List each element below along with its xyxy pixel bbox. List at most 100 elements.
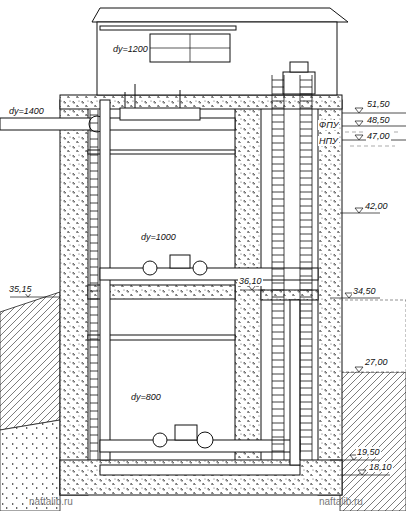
level-mark: 27,00: [364, 357, 389, 367]
ladder-rung: [272, 430, 312, 431]
ladder-rung: [272, 255, 312, 256]
level-mark: 35,15: [8, 284, 33, 294]
ladder-rung: [90, 387, 98, 388]
ladder-rung: [272, 129, 312, 130]
watermark: naftalib.ru: [28, 497, 74, 507]
ladder-rung: [272, 297, 312, 298]
ladder-rung: [90, 315, 98, 316]
ladder-rung: [90, 427, 98, 428]
ladder-rung: [90, 435, 98, 436]
ladder-rung: [272, 150, 312, 151]
level-mark: НПУ: [318, 136, 339, 146]
ladder-rung: [272, 185, 312, 186]
ladder-rung: [272, 374, 312, 375]
ladder-rung: [90, 395, 98, 396]
ladder-rung: [272, 416, 312, 417]
ladder-rung: [90, 363, 98, 364]
ladder-rung: [90, 347, 98, 348]
level-mark: 19,50: [356, 447, 381, 457]
ladder-rung: [272, 381, 312, 382]
ladder-rung: [272, 276, 312, 277]
ladder-rung: [90, 155, 98, 156]
ladder-rung: [90, 147, 98, 148]
ladder-rung: [272, 395, 312, 396]
ladder-rung: [90, 243, 98, 244]
ladder-rung: [90, 451, 98, 452]
pipe-diameter: dу=1400: [8, 106, 45, 116]
ladder-rung: [90, 187, 98, 188]
ladder-rung: [90, 259, 98, 260]
ladder-rung: [90, 275, 98, 276]
ladder-rung: [272, 101, 312, 102]
ladder-rung: [90, 323, 98, 324]
ladder-rung: [90, 219, 98, 220]
ladder-rung: [90, 411, 98, 412]
level-mark: 47,00: [366, 131, 391, 141]
ladder-rung: [90, 179, 98, 180]
ladder-rung: [272, 143, 312, 144]
ladder-rung: [272, 192, 312, 193]
ladder-rung: [90, 139, 98, 140]
ladder-rung: [272, 213, 312, 214]
level-mark: 51,50: [366, 99, 391, 109]
ladder-rung: [90, 195, 98, 196]
ladder-rung: [272, 220, 312, 221]
ladder-rung: [272, 157, 312, 158]
ladder-rung: [272, 108, 312, 109]
ladder-rung: [272, 283, 312, 284]
level-mark: 36,10: [238, 276, 263, 286]
pipe-diameter: dу=1200: [112, 44, 149, 54]
ladder-rung: [90, 227, 98, 228]
ladder-rung: [272, 234, 312, 235]
ladder-rung: [90, 203, 98, 204]
ladder-rung: [272, 346, 312, 347]
ladder-rung: [90, 123, 98, 124]
level-mark: 34,50: [352, 286, 377, 296]
ladder-rung: [272, 444, 312, 445]
level-mark: 48,50: [366, 115, 391, 125]
ladder-rung: [272, 437, 312, 438]
ladder-rung: [90, 443, 98, 444]
ladder-rung: [272, 115, 312, 116]
ladder-rung: [90, 171, 98, 172]
ladder-rung: [90, 355, 98, 356]
ladder-rung: [272, 367, 312, 368]
pipes: [0, 84, 318, 465]
ladder-rung: [272, 206, 312, 207]
level-mark: ФПУ: [318, 120, 339, 130]
ladder-rung: [90, 291, 98, 292]
ladder-rung: [272, 164, 312, 165]
ladder-rung: [90, 299, 98, 300]
ladder-rung: [272, 304, 312, 305]
ladder-rung: [272, 136, 312, 137]
ladder-rung: [90, 339, 98, 340]
ladder-rung: [272, 94, 312, 95]
ladder-rung: [272, 388, 312, 389]
ladder-rung: [272, 353, 312, 354]
ladder-rung: [272, 311, 312, 312]
ladder-rung: [272, 248, 312, 249]
pipe-diameter: dу=800: [130, 392, 162, 402]
ladder-rung: [272, 339, 312, 340]
ladder-rung: [90, 331, 98, 332]
pipe-diameter: dу=1000: [140, 232, 177, 242]
ladder-rung: [272, 199, 312, 200]
ladder-rung: [272, 318, 312, 319]
ladder-rung: [272, 423, 312, 424]
ladder-rung: [272, 87, 312, 88]
level-marks: [10, 108, 390, 475]
level-mark: 18,10: [368, 462, 393, 472]
ladder-rung: [90, 163, 98, 164]
ladder-rung: [272, 241, 312, 242]
ladder-rung: [272, 171, 312, 172]
ladder-rung: [90, 307, 98, 308]
ladder-rung: [90, 403, 98, 404]
ladder-rung: [90, 251, 98, 252]
ladder-rung: [272, 451, 312, 452]
ladder-rung: [90, 211, 98, 212]
ladder-rung: [90, 267, 98, 268]
ladder-rung: [272, 262, 312, 263]
ladder-rung: [90, 131, 98, 132]
